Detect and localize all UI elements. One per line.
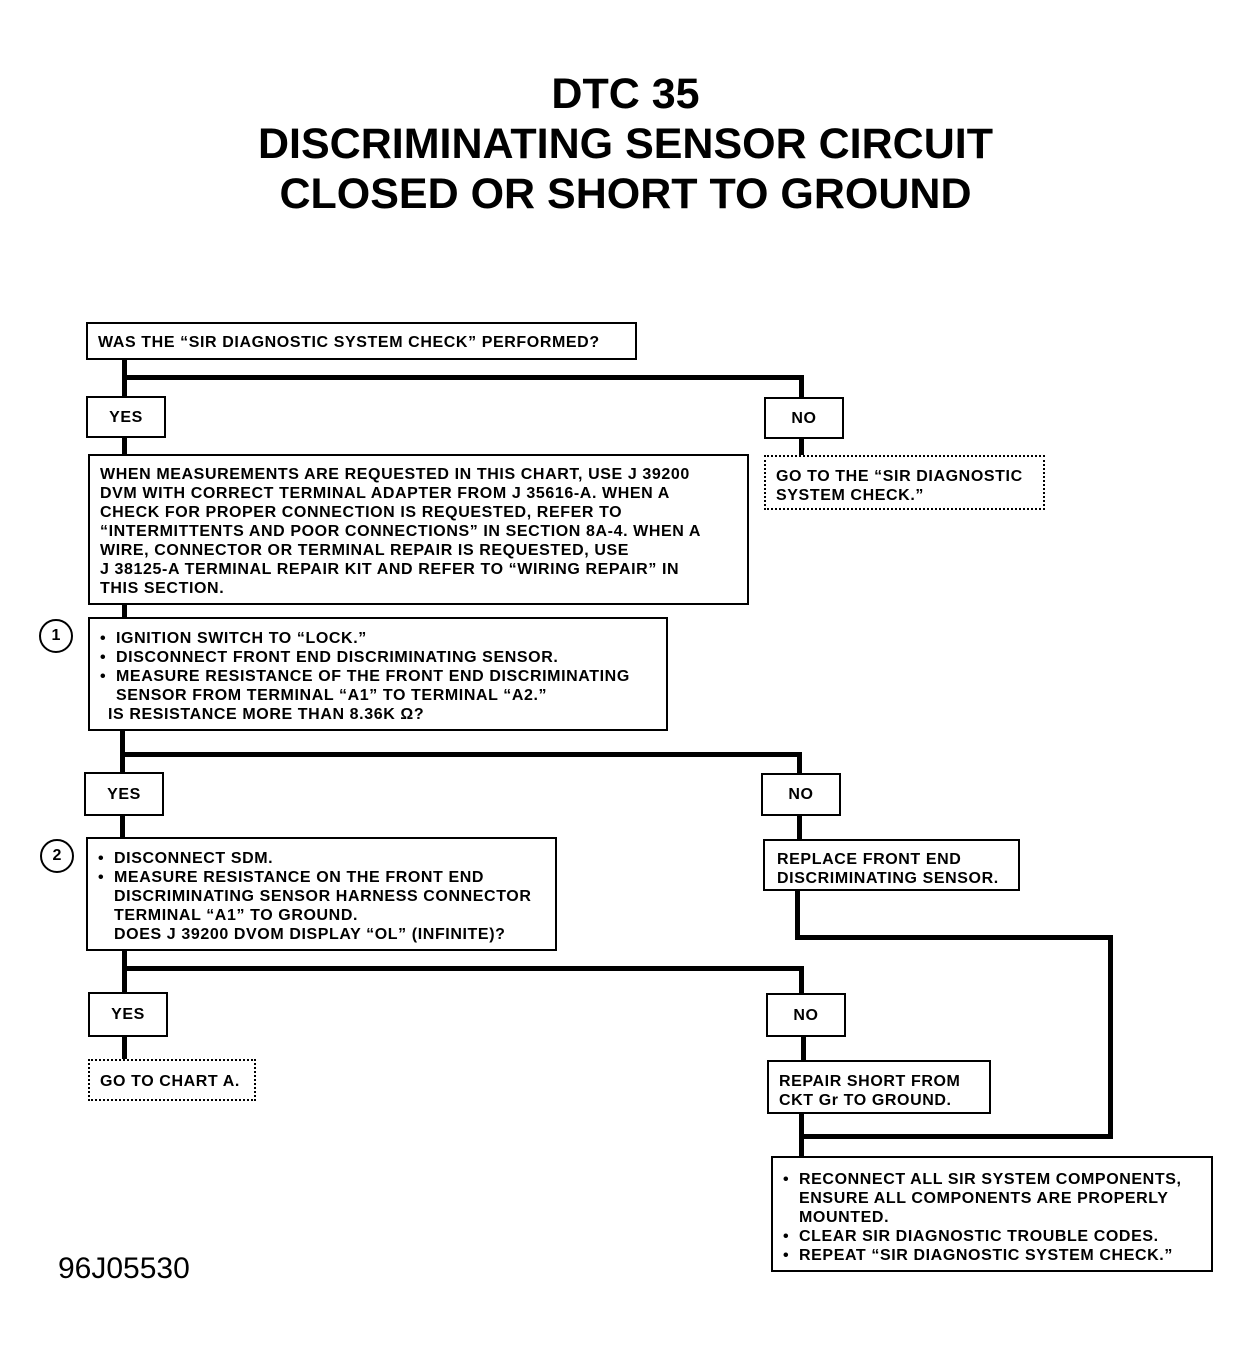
figure-id: 96J05530: [58, 1252, 190, 1285]
step-2-line: TERMINAL “A1” TO GROUND.: [114, 907, 359, 924]
step-2-box: DISCONNECT SDM. MEASURE RESISTANCE ON TH…: [86, 837, 557, 951]
step-2-number: 2: [40, 839, 74, 873]
step-1-bullet: IGNITION SWITCH TO “LOCK.”: [100, 629, 630, 648]
final-bullet: RECONNECT ALL SIR SYSTEM COMPONENTS,: [783, 1170, 1182, 1189]
step-2-line: DISCRIMINATING SENSOR HARNESS CONNECTOR: [114, 888, 532, 905]
intro-line: THIS SECTION.: [100, 580, 225, 597]
intro-line: J 38125-A TERMINAL REPAIR KIT AND REFER …: [100, 561, 680, 578]
go-to-chart-a-box: GO TO CHART A.: [88, 1059, 256, 1101]
go-to-chart-a-text: GO TO CHART A.: [100, 1073, 240, 1090]
intro-line: WHEN MEASUREMENTS ARE REQUESTED IN THIS …: [100, 466, 690, 483]
question-sir-check-performed: WAS THE “SIR DIAGNOSTIC SYSTEM CHECK” PE…: [86, 322, 637, 360]
final-line: ENSURE ALL COMPONENTS ARE PROPERLY: [799, 1190, 1169, 1207]
final-bullet: CLEAR SIR DIAGNOSTIC TROUBLE CODES.: [783, 1227, 1182, 1246]
question-sir-check-text: WAS THE “SIR DIAGNOSTIC SYSTEM CHECK” PE…: [98, 334, 600, 351]
final-steps-box: RECONNECT ALL SIR SYSTEM COMPONENTS, ENS…: [771, 1156, 1213, 1272]
step-1-box: IGNITION SWITCH TO “LOCK.” DISCONNECT FR…: [88, 617, 668, 731]
step-2-question: DOES J 39200 DVOM DISPLAY “OL” (INFINITE…: [114, 926, 506, 943]
title-line-3: CLOSED OR SHORT TO GROUND: [279, 170, 972, 218]
intro-line: WIRE, CONNECTOR OR TERMINAL REPAIR IS RE…: [100, 542, 630, 559]
final-line: MOUNTED.: [799, 1209, 890, 1226]
intro-line: CHECK FOR PROPER CONNECTION IS REQUESTED…: [100, 504, 623, 521]
step-2-bullet: MEASURE RESISTANCE ON THE FRONT END: [98, 868, 532, 887]
yes-label-3: YES: [88, 992, 168, 1037]
step-1-bullet: DISCONNECT FRONT END DISCRIMINATING SENS…: [100, 648, 630, 667]
step-1-number: 1: [39, 619, 73, 653]
go-sir-check-line-2: SYSTEM CHECK.”: [776, 487, 924, 504]
yes-label-2: YES: [84, 772, 164, 816]
replace-sensor-box: REPLACE FRONT END DISCRIMINATING SENSOR.: [763, 839, 1020, 891]
replace-sensor-line-2: DISCRIMINATING SENSOR.: [777, 870, 999, 887]
intro-line: “INTERMITTENTS AND POOR CONNECTIONS” IN …: [100, 523, 702, 540]
repair-short-line-1: REPAIR SHORT FROM: [779, 1073, 961, 1090]
measurement-instructions-box: WHEN MEASUREMENTS ARE REQUESTED IN THIS …: [88, 454, 749, 605]
title-line-2: DISCRIMINATING SENSOR CIRCUIT: [258, 120, 993, 168]
step-1-question: IS RESISTANCE MORE THAN 8.36K Ω?: [108, 706, 425, 723]
no-label-3: NO: [766, 993, 846, 1037]
title-line-1: DTC 35: [551, 70, 700, 118]
yes-label-1: YES: [86, 396, 166, 438]
step-1-bullet: MEASURE RESISTANCE OF THE FRONT END DISC…: [100, 667, 630, 686]
repair-short-box: REPAIR SHORT FROM CKT Gr TO GROUND.: [767, 1060, 991, 1114]
step-2-bullet: DISCONNECT SDM.: [98, 849, 532, 868]
no-label-2: NO: [761, 773, 841, 816]
final-bullet: REPEAT “SIR DIAGNOSTIC SYSTEM CHECK.”: [783, 1246, 1182, 1265]
no-label-1: NO: [764, 397, 844, 439]
go-sir-check-line-1: GO TO THE “SIR DIAGNOSTIC: [776, 468, 1023, 485]
step-1-line: SENSOR FROM TERMINAL “A1” TO TERMINAL “A…: [116, 687, 548, 704]
repair-short-line-2: CKT Gr TO GROUND.: [779, 1092, 952, 1109]
replace-sensor-line-1: REPLACE FRONT END: [777, 851, 962, 868]
intro-line: DVM WITH CORRECT TERMINAL ADAPTER FROM J…: [100, 485, 670, 502]
go-to-sir-check-box: GO TO THE “SIR DIAGNOSTIC SYSTEM CHECK.”: [764, 455, 1045, 510]
